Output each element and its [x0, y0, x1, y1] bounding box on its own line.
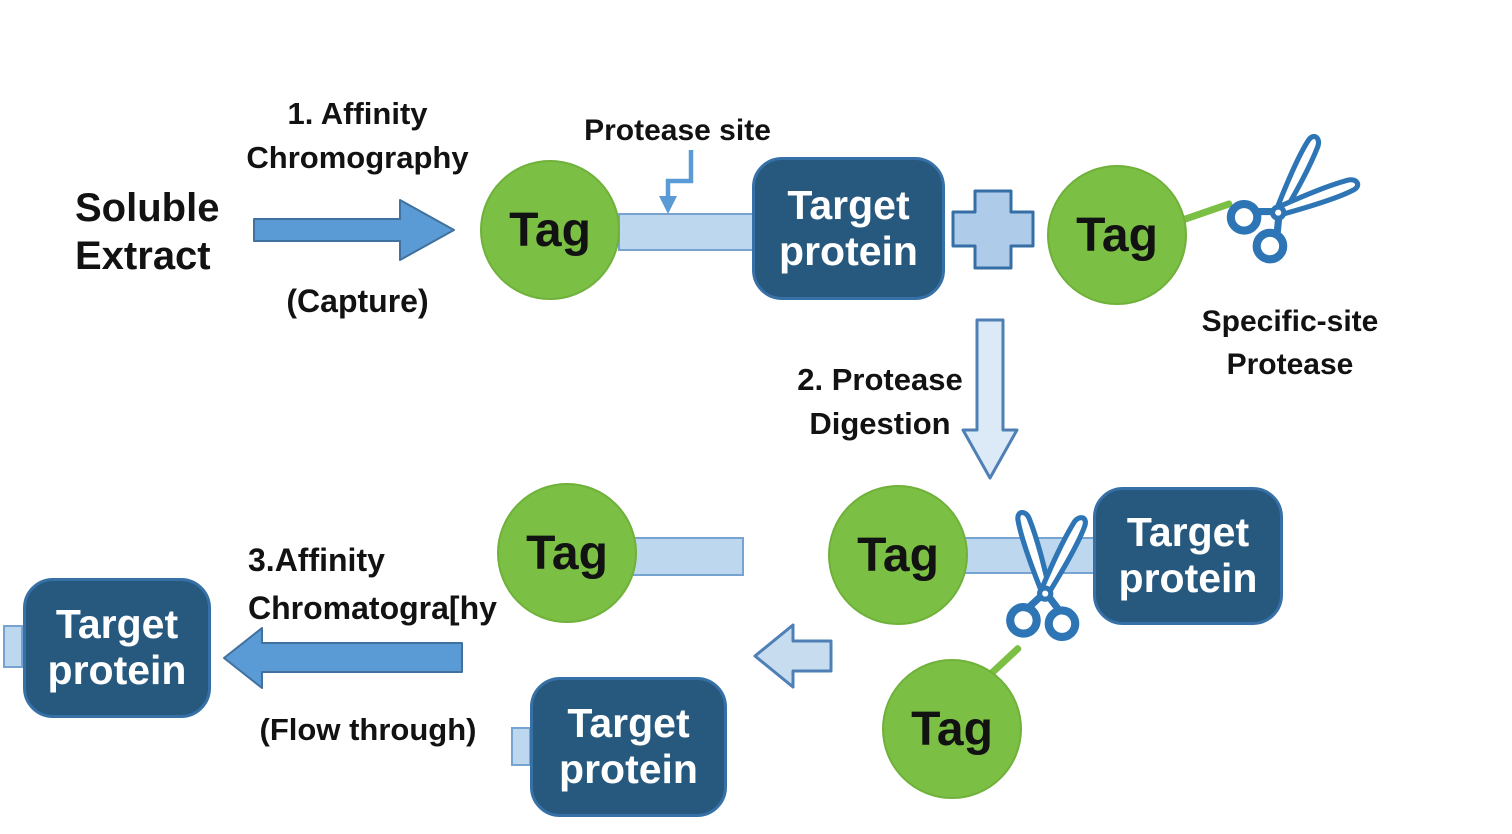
tag-node-released: Tag — [882, 659, 1022, 799]
target-protein-node-captured: Target protein — [752, 157, 945, 300]
tag-node-separated: Tag — [497, 483, 637, 623]
tag-label: Tag — [911, 702, 993, 756]
specific-site-protease-label: Specific-site Protease — [1201, 305, 1379, 381]
step1-note: (Capture) — [286, 283, 429, 319]
linker-stub-bottom-protein — [511, 727, 531, 766]
target-protein-label: Target protein — [1118, 509, 1258, 601]
tag-node-digested: Tag — [828, 485, 968, 625]
step1-arrow-right-icon — [253, 199, 455, 261]
tag-node-captured: Tag — [480, 160, 620, 300]
target-protein-node-free: Target protein — [530, 677, 727, 817]
protease-site-label: Protease site — [584, 114, 771, 147]
tag-label: Tag — [509, 203, 591, 257]
linker-tag-to-protein — [618, 213, 758, 251]
arrow-left-hollow-icon — [753, 623, 833, 689]
tag-label: Tag — [1076, 208, 1158, 262]
step2-arrow-down-icon — [961, 318, 1019, 480]
step2-title: 2. Protease Digestion — [797, 362, 963, 442]
tag-label: Tag — [526, 526, 608, 580]
step3-note: (Flow through) — [259, 712, 477, 747]
step3-title: 3.Affinity Chromatogra[hy — [248, 542, 497, 626]
tag-node-protease: Tag — [1047, 165, 1187, 305]
linker-remnant-tag — [632, 537, 744, 576]
target-protein-node-final: Target protein — [23, 578, 211, 718]
target-protein-label: Target protein — [47, 601, 187, 693]
tag-label: Tag — [857, 528, 939, 582]
soluble-extract-label: Soluble Extract — [75, 186, 220, 278]
step1-title: 1. Affinity Chromography — [246, 96, 469, 176]
target-protein-node-digested: Target protein — [1093, 487, 1283, 625]
linker-stub-final-protein — [3, 625, 23, 668]
plus-icon — [951, 189, 1035, 270]
target-protein-label: Target protein — [559, 700, 698, 792]
scissors-icon-protease — [1226, 134, 1361, 264]
protease-site-pointer-icon — [659, 150, 694, 214]
step3-arrow-left-icon — [223, 627, 463, 689]
scissors-icon-cutting — [1006, 509, 1088, 642]
target-protein-label: Target protein — [779, 181, 918, 274]
